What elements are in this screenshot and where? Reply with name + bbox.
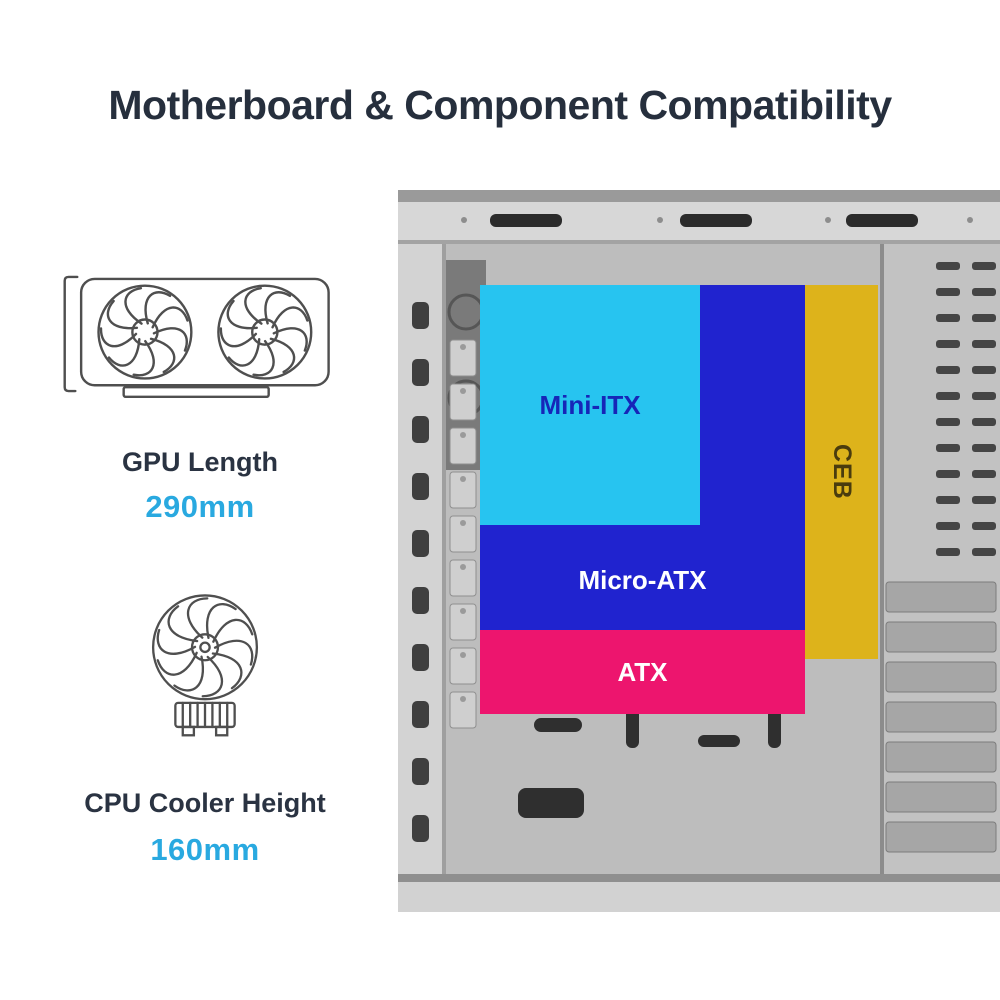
cpu-fan	[149, 592, 261, 702]
mini-itx-region: Mini-ITX	[480, 285, 700, 525]
atx-label: ATX	[617, 656, 668, 687]
cpu-heatsink-foot-right	[214, 725, 229, 737]
micro-atx-label: Micro-ATX	[578, 565, 707, 595]
cpu-cooler-height-label: CPU Cooler Height	[84, 788, 326, 818]
gpu-bracket	[63, 275, 79, 393]
drive-cage	[884, 244, 1000, 874]
gpu-length-value: 290mm	[145, 489, 255, 524]
ceb-label: CEB	[828, 444, 856, 500]
cpu-cooler-icon	[149, 592, 261, 737]
mini-itx-label: Mini-ITX	[539, 389, 641, 420]
gpu-body	[79, 277, 330, 387]
gpu-fan-right	[215, 284, 315, 383]
gpu-fan-left	[95, 284, 195, 383]
graphics-card-icon	[63, 275, 330, 399]
case-bottom-panel	[398, 882, 1000, 912]
cpu-heatsink-foot-left	[181, 725, 196, 737]
atx-region: ATX	[480, 630, 805, 714]
gpu-pcie-connector	[122, 385, 270, 399]
cpu-cooler-height-value: 160mm	[150, 832, 260, 867]
gpu-length-label: GPU Length	[122, 447, 278, 477]
cpu-heatsink-fins	[181, 701, 229, 729]
ceb-region: CEB	[805, 285, 878, 659]
pc-case-photo: Micro-ATX Mini-ITX ATX CEB	[398, 190, 1000, 912]
page-title: Motherboard & Component Compatibility	[108, 82, 892, 128]
